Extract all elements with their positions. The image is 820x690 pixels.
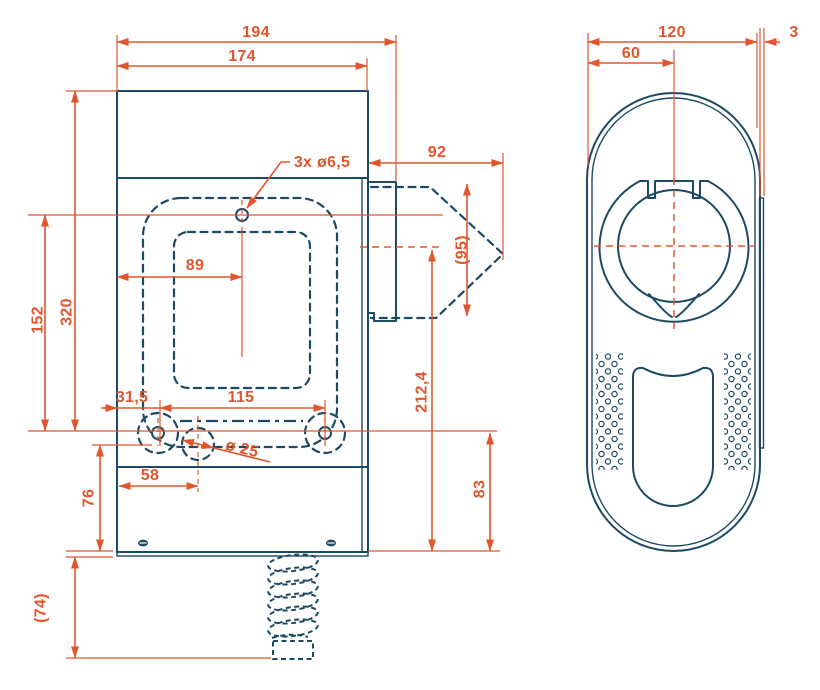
side-view [116, 90, 505, 660]
back-plate-edge [758, 197, 765, 449]
dim-front-width-label: 120 [658, 24, 686, 41]
extension-lines [28, 28, 765, 659]
dim-lower-hole-height-label: 83 [472, 480, 489, 498]
dim-gland-offset-x-label: 58 [141, 467, 159, 484]
socket-chin-left [648, 293, 673, 318]
dim-cable-clearance-label: (74) [33, 593, 50, 623]
screw-right [326, 539, 336, 547]
cable-end-dashed [272, 640, 314, 660]
dim-gland-diameter-label: ø 25 [224, 437, 260, 462]
keyhole-slot-left [136, 411, 180, 455]
dim-lower-hole-edge-label: 31,5 [116, 389, 148, 406]
socket-ring [598, 180, 750, 323]
dim-socket-protrusion-label: 92 [428, 144, 446, 161]
vent-grid-left [596, 352, 623, 470]
dimension-labels: 194 174 3x ø6,5 92 (95) 89 320 152 31,5 … [30, 24, 799, 623]
dim-hole-note-label: 3x ø6,5 [294, 154, 350, 171]
dim-upper-hole-offset-label: 89 [186, 257, 204, 274]
dim-lower-hole-span-label: 115 [228, 389, 255, 406]
dim-mounting-height-label: 320 [59, 298, 76, 326]
socket-chin-right [675, 293, 700, 318]
dim-plug-clearance-label: (95) [454, 235, 471, 265]
dim-socket-center-height-label: 212,4 [414, 371, 431, 413]
center-lines [157, 178, 754, 492]
dim-front-half-width-label: 60 [622, 45, 640, 62]
cable-hook-pocket [632, 366, 714, 507]
vent-grid-right [724, 352, 751, 470]
socket-protrusion [367, 181, 397, 322]
base-plate [116, 551, 369, 557]
dimension-lines [41, 38, 780, 659]
dim-total-depth-label: 194 [242, 24, 270, 41]
front-view [586, 92, 765, 552]
dim-gland-offset-y-label: 76 [81, 489, 98, 507]
dim-hole-vertical-span-label: 152 [30, 306, 47, 334]
enclosure-outline [116, 90, 369, 557]
plug-outline-dashed [369, 185, 505, 320]
coiled-cable [267, 553, 319, 660]
dim-body-depth-label: 174 [228, 48, 256, 65]
dim-plate-thickness-label: 3 [789, 24, 798, 41]
screw-left [138, 539, 148, 547]
